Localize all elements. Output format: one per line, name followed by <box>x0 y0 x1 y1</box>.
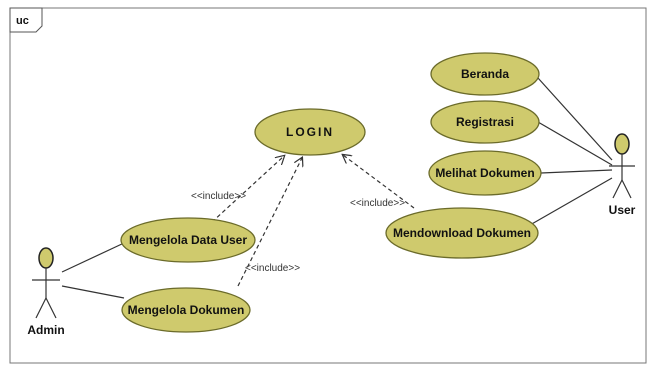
include-label-3: <<include>> <box>350 198 405 209</box>
use-case-melihat-dokumen[interactable]: Melihat Dokumen <box>428 150 542 196</box>
use-case-beranda[interactable]: Beranda <box>430 52 540 96</box>
use-case-melihat-dokumen-label: Melihat Dokumen <box>435 166 534 180</box>
assoc-admin-mengelola-dokumen <box>61 285 125 299</box>
use-case-mendownload-dokumen-label: Mendownload Dokumen <box>393 226 531 240</box>
use-case-mengelola-data-user[interactable]: Mengelola Data User <box>120 217 256 263</box>
use-case-mendownload-dokumen[interactable]: Mendownload Dokumen <box>385 207 539 259</box>
include-label-2: <<include>> <box>245 263 300 274</box>
use-case-mengelola-dokumen[interactable]: Mengelola Dokumen <box>121 287 251 333</box>
actor-admin-label: Admin <box>27 323 64 337</box>
use-case-registrasi[interactable]: Registrasi <box>430 100 540 144</box>
include-mendownload-dokumen-login <box>343 155 415 209</box>
actor-user-label: User <box>609 203 636 217</box>
assoc-user-beranda <box>537 77 613 161</box>
use-case-mengelola-data-user-label: Mengelola Data User <box>129 233 247 247</box>
assoc-user-melihat-dokumen <box>540 169 613 174</box>
assoc-admin-mengelola-data-user <box>61 242 125 273</box>
frame-tab <box>9 7 43 33</box>
use-case-registrasi-label: Registrasi <box>456 115 514 129</box>
use-case-login-label: LOGIN <box>286 125 334 139</box>
include-mengelola-dokumen-login <box>237 158 302 287</box>
actor-user[interactable]: User <box>609 133 636 217</box>
actor-user-head <box>614 133 630 155</box>
assoc-user-registrasi <box>537 121 613 166</box>
include-label-1: <<include>> <box>191 191 246 202</box>
actor-admin[interactable]: Admin <box>27 247 65 337</box>
include-mengelola-data-user-login <box>211 156 284 223</box>
diagram-frame <box>9 7 647 364</box>
assoc-user-mendownload-dokumen <box>529 177 613 226</box>
frame-label: uc <box>16 15 29 27</box>
use-case-beranda-label: Beranda <box>461 67 509 81</box>
use-case-login[interactable]: LOGIN <box>254 108 366 156</box>
actor-admin-head <box>38 247 54 269</box>
use-case-mengelola-dokumen-label: Mengelola Dokumen <box>128 303 245 317</box>
